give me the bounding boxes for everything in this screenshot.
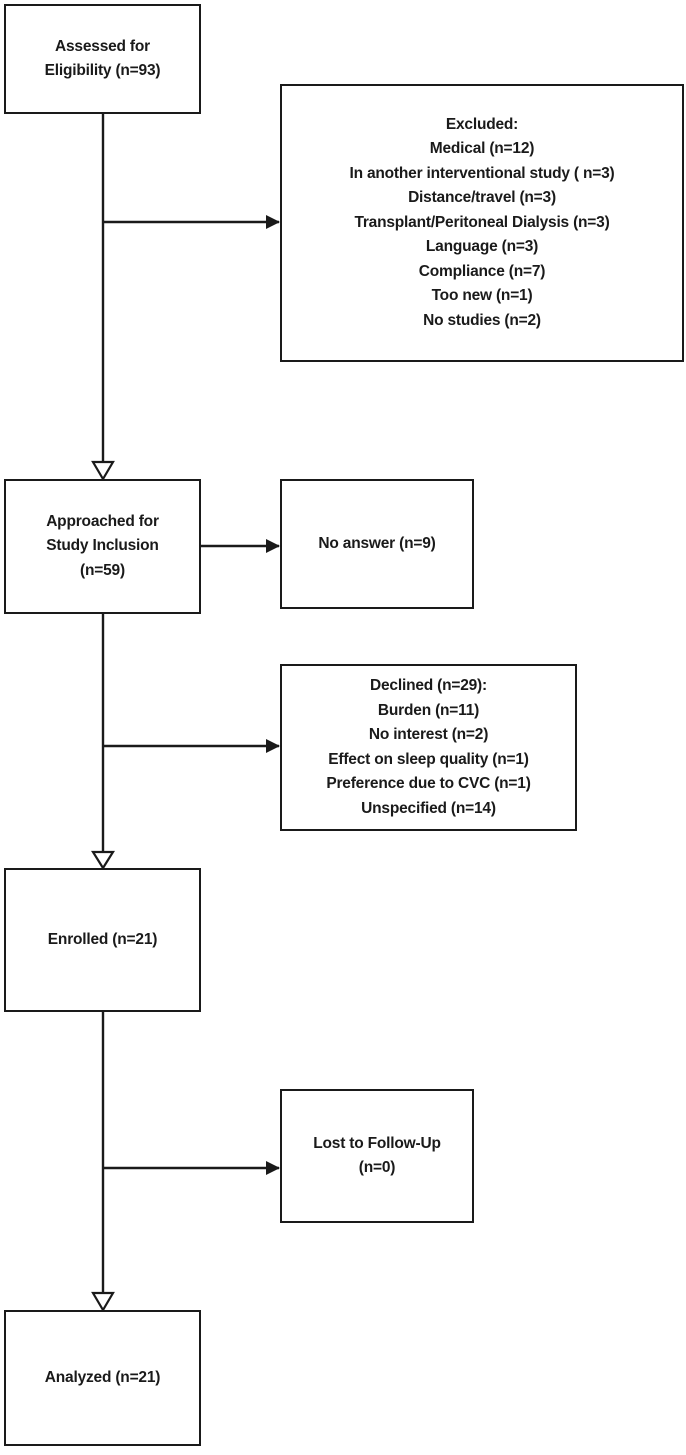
excluded-item: No studies (n=2) xyxy=(423,311,541,329)
approached-line-2: Study Inclusion xyxy=(46,537,159,555)
excluded-item: In another interventional study ( n=3) xyxy=(349,164,615,182)
enrolled-box: Enrolled (n=21) xyxy=(4,868,201,1012)
open-arrowhead-analyzed xyxy=(91,1291,115,1313)
excluded-box: Excluded: Medical (n=12) In another inte… xyxy=(280,84,684,362)
excluded-item: Distance/travel (n=3) xyxy=(408,189,556,207)
approached-line-1: Approached for xyxy=(46,512,159,530)
declined-item: Unspecified (n=14) xyxy=(361,799,496,817)
declined-item: Effect on sleep quality (n=1) xyxy=(328,750,529,768)
enrolled-label: Enrolled (n=21) xyxy=(47,930,158,948)
excluded-item: Medical (n=12) xyxy=(429,140,535,158)
open-arrowhead-enrolled xyxy=(91,850,115,871)
declined-item: Preference due to CVC (n=1) xyxy=(326,775,531,792)
excluded-item: Language (n=3) xyxy=(425,238,539,256)
lost-line-1: Lost to Follow-Up xyxy=(313,1134,441,1152)
lost-to-follow-up-box: Lost to Follow-Up (n=0) xyxy=(280,1089,474,1223)
analyzed-label: Analyzed (n=21) xyxy=(44,1368,161,1386)
approached-line-3: (n=59) xyxy=(80,561,125,579)
excluded-item: Too new (n=1) xyxy=(431,287,533,305)
no-answer-box: No answer (n=9) xyxy=(280,479,474,609)
excluded-item: Compliance (n=7) xyxy=(418,262,546,280)
declined-box: Declined (n=29): Burden (n=11) No intere… xyxy=(280,664,577,831)
declined-item: Burden (n=11) xyxy=(377,701,480,719)
analyzed-box: Analyzed (n=21) xyxy=(4,1310,201,1446)
assessed-line-2: Eligibility (n=93) xyxy=(44,62,161,79)
assessed-line-1: Assessed for xyxy=(55,37,150,55)
declined-item: No interest (n=2) xyxy=(368,726,489,743)
excluded-item: Transplant/Peritoneal Dialysis (n=3) xyxy=(354,213,610,231)
open-arrowhead-approached xyxy=(91,460,115,482)
approached-box: Approached for Study Inclusion (n=59) xyxy=(4,479,201,614)
declined-heading: Declined (n=29): xyxy=(370,677,487,694)
assessed-box: Assessed for Eligibility (n=93) xyxy=(4,4,201,114)
no-answer-label: No answer (n=9) xyxy=(318,534,436,552)
lost-line-2: (n=0) xyxy=(358,1159,396,1176)
excluded-heading: Excluded: xyxy=(445,115,519,133)
